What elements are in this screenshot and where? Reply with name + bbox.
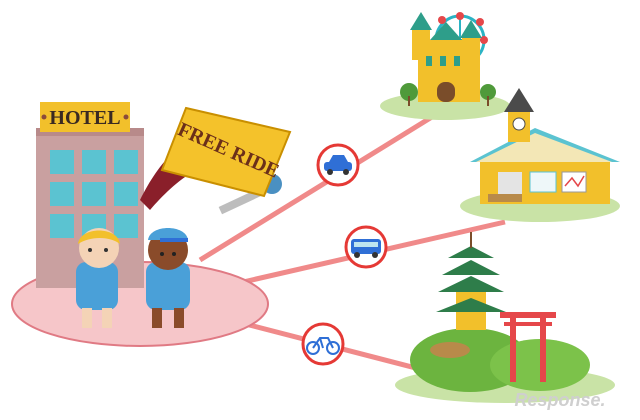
car-badge	[316, 143, 360, 187]
hotel-sign: HOTEL	[49, 107, 120, 129]
bicycle-badge	[301, 322, 345, 366]
bicycle-icon	[306, 337, 340, 355]
watermark-logo: Response.	[514, 390, 605, 410]
person-right	[146, 228, 190, 328]
bus-icon	[351, 239, 381, 258]
car-icon	[324, 155, 352, 175]
amusement-park	[380, 12, 510, 120]
bus-badge	[344, 225, 388, 269]
person-left	[76, 228, 120, 328]
route-line-car	[198, 109, 442, 263]
pagoda-temple	[395, 232, 615, 403]
free-ride-tag: FREE RIDE	[160, 106, 292, 198]
train-station	[460, 88, 620, 222]
